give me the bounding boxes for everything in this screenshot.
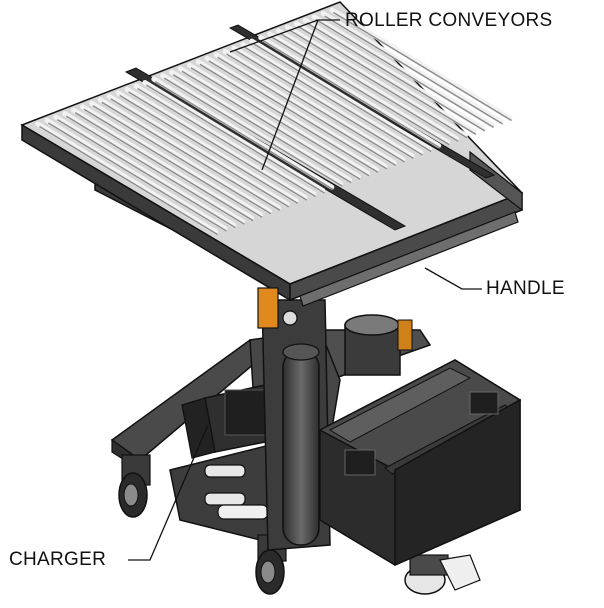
roller-shadow [333, 11, 512, 122]
roller-shadow [279, 32, 459, 142]
roller [204, 55, 388, 169]
roller [62, 111, 246, 225]
roller-shadow [65, 115, 245, 225]
roller [213, 52, 397, 166]
roller [240, 42, 424, 156]
roller-shadow [74, 112, 254, 222]
roller-shadow [297, 25, 477, 135]
roller-shadow [324, 15, 503, 125]
handle-label: HANDLE [486, 278, 565, 299]
lift-post [261, 299, 331, 551]
roller-shadow [288, 29, 468, 139]
roller-shadow [270, 36, 450, 146]
fittings [204, 464, 269, 520]
roller [44, 118, 228, 232]
roller [267, 31, 451, 145]
roller [88, 100, 272, 214]
roller-shadow [163, 77, 343, 187]
roller [97, 97, 281, 211]
roller-shadow [92, 105, 272, 215]
roller [249, 38, 433, 152]
roller [186, 62, 370, 176]
roller [284, 24, 468, 138]
rollers [35, 7, 513, 236]
roller-shadow [261, 39, 441, 149]
roller [293, 21, 477, 135]
roller [151, 76, 335, 190]
roller [71, 107, 255, 221]
roller [133, 83, 317, 197]
roller-shadow [48, 122, 227, 232]
roller [106, 93, 290, 207]
caster-wheel-right [404, 554, 481, 595]
charger-unit [181, 384, 276, 459]
roller-shadow [128, 91, 307, 201]
roller [222, 48, 406, 162]
roller [311, 14, 495, 128]
roller-shadow [56, 118, 236, 229]
roller-conveyors-label: ROLLER CONVEYORS [345, 10, 553, 31]
roller [115, 90, 299, 204]
roller-conveyor-deck [20, 1, 524, 307]
roller [231, 45, 415, 159]
roller [320, 10, 504, 124]
roller-shadow [235, 49, 414, 160]
roller [258, 35, 442, 149]
roller [169, 69, 353, 183]
roller-shadow [217, 56, 397, 167]
roller-shadow [244, 46, 423, 156]
roller-shadow [119, 94, 299, 205]
tank [344, 314, 413, 376]
roller-shadow [110, 98, 290, 208]
roller [178, 66, 362, 180]
roller [276, 28, 460, 142]
roller [35, 121, 219, 235]
roller [160, 73, 344, 187]
roller-shadow [172, 74, 352, 184]
roller [53, 114, 237, 228]
roller-shadow [39, 125, 218, 236]
roller-shadow [252, 42, 432, 153]
roller-shadow [199, 63, 379, 173]
roller-shadow [83, 108, 263, 218]
roller [80, 104, 264, 218]
roller-shadow [101, 101, 281, 211]
roller-shadow [154, 80, 334, 191]
roller-shadow [137, 87, 316, 198]
roller-shadow [208, 60, 388, 170]
roller-shadow [226, 53, 405, 163]
roller [124, 86, 308, 200]
battery-box [318, 359, 522, 567]
roller [142, 80, 326, 194]
roller [329, 7, 513, 121]
roller [302, 17, 486, 131]
latch [257, 287, 298, 329]
charger-label: CHARGER [9, 549, 107, 570]
roller [195, 59, 379, 173]
caster-wheel-left [118, 454, 151, 518]
roller-shadow [181, 70, 361, 180]
roller-shadow [306, 22, 486, 132]
leader-lines [128, 19, 482, 561]
roller-shadow [146, 84, 325, 194]
roller-shadow [315, 18, 495, 129]
